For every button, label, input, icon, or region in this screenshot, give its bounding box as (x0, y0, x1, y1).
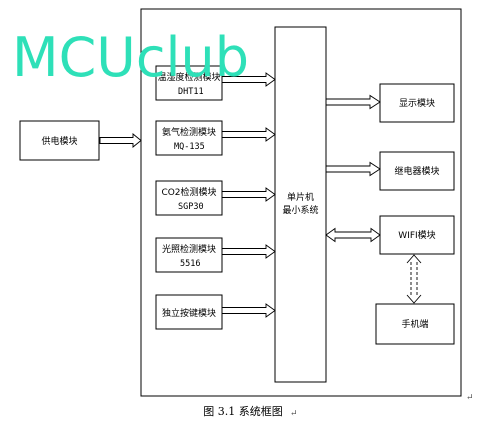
mcu-to-display-arrow (325, 94, 381, 110)
mcu-to-relay-arrow (325, 161, 381, 177)
power-module: 供电模块 (19, 120, 100, 161)
mcuclub-watermark: MCUclub (12, 26, 249, 89)
light-label: 光照检测模块 (162, 243, 216, 255)
wifi-module-label: WIFI模块 (398, 229, 435, 241)
co2-to-mcu-arrow (221, 187, 276, 202)
relay-module-label: 继电器模块 (394, 165, 439, 177)
gas-to-mcu-arrow (221, 127, 276, 142)
system-frame (140, 8, 462, 397)
relay-module: 继电器模块 (379, 151, 455, 191)
co2-model: SGP30 (178, 202, 204, 212)
light-to-mcu-arrow (221, 244, 276, 259)
caption-end-mark: ↵ (290, 409, 298, 419)
co2-module: CO2检测模块 SGP30 (155, 180, 223, 216)
display-module: 显示模块 (379, 83, 455, 123)
phone-module-label: 手机端 (401, 318, 428, 330)
mcu-label-line1: 单片机 (287, 191, 314, 203)
light-module: 光照检测模块 5516 (155, 237, 223, 273)
wifi-module: WIFI模块 (379, 215, 455, 255)
mcu-label-line2: 最小系统 (282, 204, 318, 216)
figure-caption: 图 3.1 系统框图 (203, 405, 283, 418)
ammonia-module: 氨气检测模块 MQ-135 (155, 120, 223, 156)
frame-corner-mark: ↵ (466, 393, 474, 403)
co2-label: CO2检测模块 (161, 186, 216, 198)
ammonia-label: 氨气检测模块 (162, 126, 216, 138)
ammonia-model: MQ-135 (174, 142, 205, 152)
phone-module: 手机端 (375, 303, 455, 345)
wifi-phone-wireless-link (406, 254, 422, 304)
key-module: 独立按键模块 (155, 294, 223, 330)
mcu-wifi-bidirectional-arrow (325, 227, 381, 243)
light-model: 5516 (180, 259, 200, 269)
power-to-system-arrow (99, 133, 142, 148)
keys-to-mcu-arrow (221, 303, 276, 318)
display-module-label: 显示模块 (399, 97, 435, 109)
key-module-label: 独立按键模块 (162, 307, 216, 319)
power-module-label: 供电模块 (41, 135, 77, 147)
mcu-block: 单片机 最小系统 (274, 26, 327, 383)
temp-to-mcu-arrow (221, 72, 276, 87)
temp-humidity-model: DHT11 (178, 87, 204, 97)
temp-humidity-label: 温湿度检测模块 (157, 71, 220, 83)
temp-humidity-module: 温湿度检测模块 DHT11 (155, 65, 223, 101)
